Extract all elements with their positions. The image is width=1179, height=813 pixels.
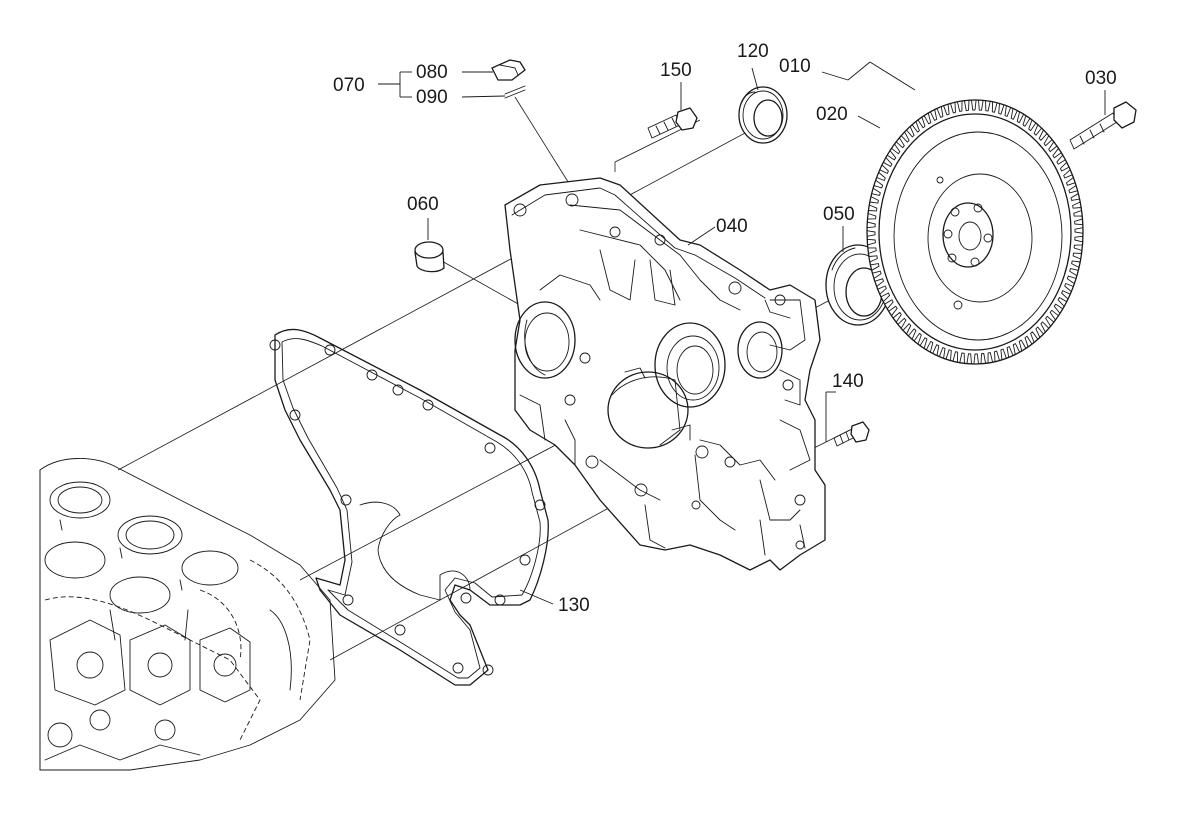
callout-labels: 010 020 030 040 050 060 070 080 090 120 …	[333, 41, 1117, 616]
callout-050: 050	[823, 204, 855, 225]
callout-leaders	[378, 61, 1106, 605]
gear-case-040	[504, 177, 826, 571]
callout-030: 030	[1085, 68, 1117, 89]
callout-150: 150	[660, 60, 692, 81]
callout-040: 040	[716, 216, 748, 237]
bolt-150	[647, 107, 698, 139]
gasket-130	[269, 328, 549, 686]
plug-060	[414, 241, 445, 273]
ring-gear-teeth	[866, 99, 1084, 365]
callout-070: 070	[333, 75, 365, 96]
callout-010: 010	[779, 56, 811, 77]
callout-020: 020	[816, 104, 848, 125]
callout-080: 080	[416, 62, 448, 83]
callout-090: 090	[416, 87, 448, 108]
ring-gear-tooth-profile	[866, 99, 1084, 365]
bolt-140	[833, 421, 870, 447]
breather-080-090	[491, 59, 526, 99]
bolt-030	[1069, 101, 1137, 150]
callout-120: 120	[737, 41, 769, 62]
oil-seal-120	[738, 86, 788, 144]
callout-130: 130	[558, 595, 590, 616]
flywheel-010-020	[866, 99, 1084, 365]
callout-140: 140	[832, 371, 864, 392]
callout-060: 060	[407, 194, 439, 215]
engine-block	[39, 458, 336, 771]
